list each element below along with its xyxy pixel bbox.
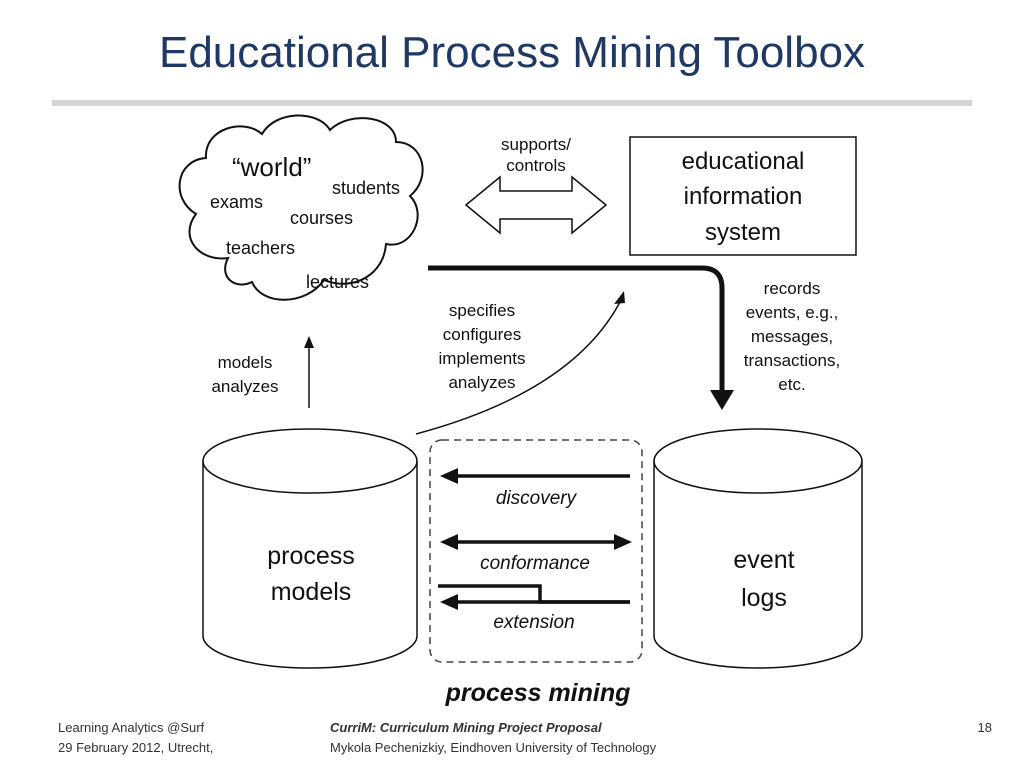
world-title: “world” bbox=[232, 152, 311, 182]
records-label-line5: etc. bbox=[778, 375, 805, 394]
models-arrowhead-icon bbox=[304, 336, 314, 348]
records-label-line3: messages, bbox=[751, 327, 833, 346]
footer-author: Mykola Pechenizkiy, Eindhoven University… bbox=[330, 740, 657, 755]
discovery-label: discovery bbox=[496, 488, 578, 509]
info-system-line3: system bbox=[705, 219, 781, 246]
footer-event-line2: 29 February 2012, Utrecht, bbox=[58, 740, 214, 755]
world-cloud-shape bbox=[178, 114, 424, 301]
conformance-label: conformance bbox=[480, 553, 590, 574]
title-divider bbox=[52, 100, 972, 106]
event-logs-cylinder-top bbox=[653, 428, 863, 494]
models-label-line2: analyzes bbox=[211, 377, 278, 396]
world-item-students: students bbox=[332, 178, 400, 198]
process-mining-caption: process mining bbox=[445, 679, 631, 707]
process-models-line1: process bbox=[267, 542, 355, 570]
process-mining-box bbox=[429, 439, 643, 663]
specifies-label-line4: analyzes bbox=[448, 373, 515, 392]
world-item-lectures: lectures bbox=[306, 272, 369, 292]
extension-arrowhead-icon bbox=[440, 594, 458, 610]
specifies-label-line3: implements bbox=[439, 349, 526, 368]
world-item-teachers: teachers bbox=[226, 238, 295, 258]
world-item-courses: courses bbox=[290, 208, 353, 228]
footer-event-line1: Learning Analytics @Surf bbox=[58, 720, 205, 735]
records-arrow bbox=[428, 265, 725, 394]
specifies-arrowhead-icon bbox=[614, 291, 625, 304]
info-system-line1: educational bbox=[682, 148, 805, 175]
extension-label: extension bbox=[493, 612, 574, 633]
conformance-right-arrowhead-icon bbox=[614, 534, 632, 550]
specifies-label-line2: configures bbox=[443, 325, 521, 344]
footer-project-info: CurriM: Curriculum Mining Project Propos… bbox=[330, 718, 850, 758]
extension-arrow bbox=[438, 584, 630, 604]
footer-page-number: 18 bbox=[978, 718, 992, 738]
records-arrowhead-icon bbox=[710, 390, 734, 410]
supports-label-line1: supports/ bbox=[501, 135, 571, 154]
discovery-arrowhead-icon bbox=[440, 468, 458, 484]
records-label-line2: events, e.g., bbox=[746, 303, 839, 322]
specifies-label-line1: specifies bbox=[449, 301, 515, 320]
supports-double-arrow-icon bbox=[464, 175, 608, 235]
event-logs-line2: logs bbox=[741, 584, 787, 612]
models-label-line1: models bbox=[218, 353, 273, 372]
page-number: 18 bbox=[977, 720, 992, 735]
event-logs-line1: event bbox=[733, 546, 794, 574]
specifies-curve-arrow bbox=[415, 301, 621, 435]
records-label-line4: transactions, bbox=[744, 351, 840, 370]
supports-label-line2: controls bbox=[506, 156, 566, 175]
event-logs-cylinder bbox=[653, 461, 863, 669]
footer-project-title: CurriM: Curriculum Mining Project Propos… bbox=[330, 720, 602, 735]
process-models-cylinder-top bbox=[202, 428, 418, 494]
slide-title: Educational Process Mining Toolbox bbox=[158, 28, 866, 77]
process-models-cylinder bbox=[202, 461, 418, 669]
records-label-line1: records bbox=[764, 279, 821, 298]
footer-event-info: Learning Analytics @Surf 29 February 201… bbox=[58, 718, 288, 758]
info-system-box bbox=[629, 136, 857, 256]
info-system-line2: information bbox=[684, 183, 803, 210]
conformance-left-arrowhead-icon bbox=[440, 534, 458, 550]
process-models-line2: models bbox=[271, 578, 352, 606]
world-item-exams: exams bbox=[210, 192, 263, 212]
